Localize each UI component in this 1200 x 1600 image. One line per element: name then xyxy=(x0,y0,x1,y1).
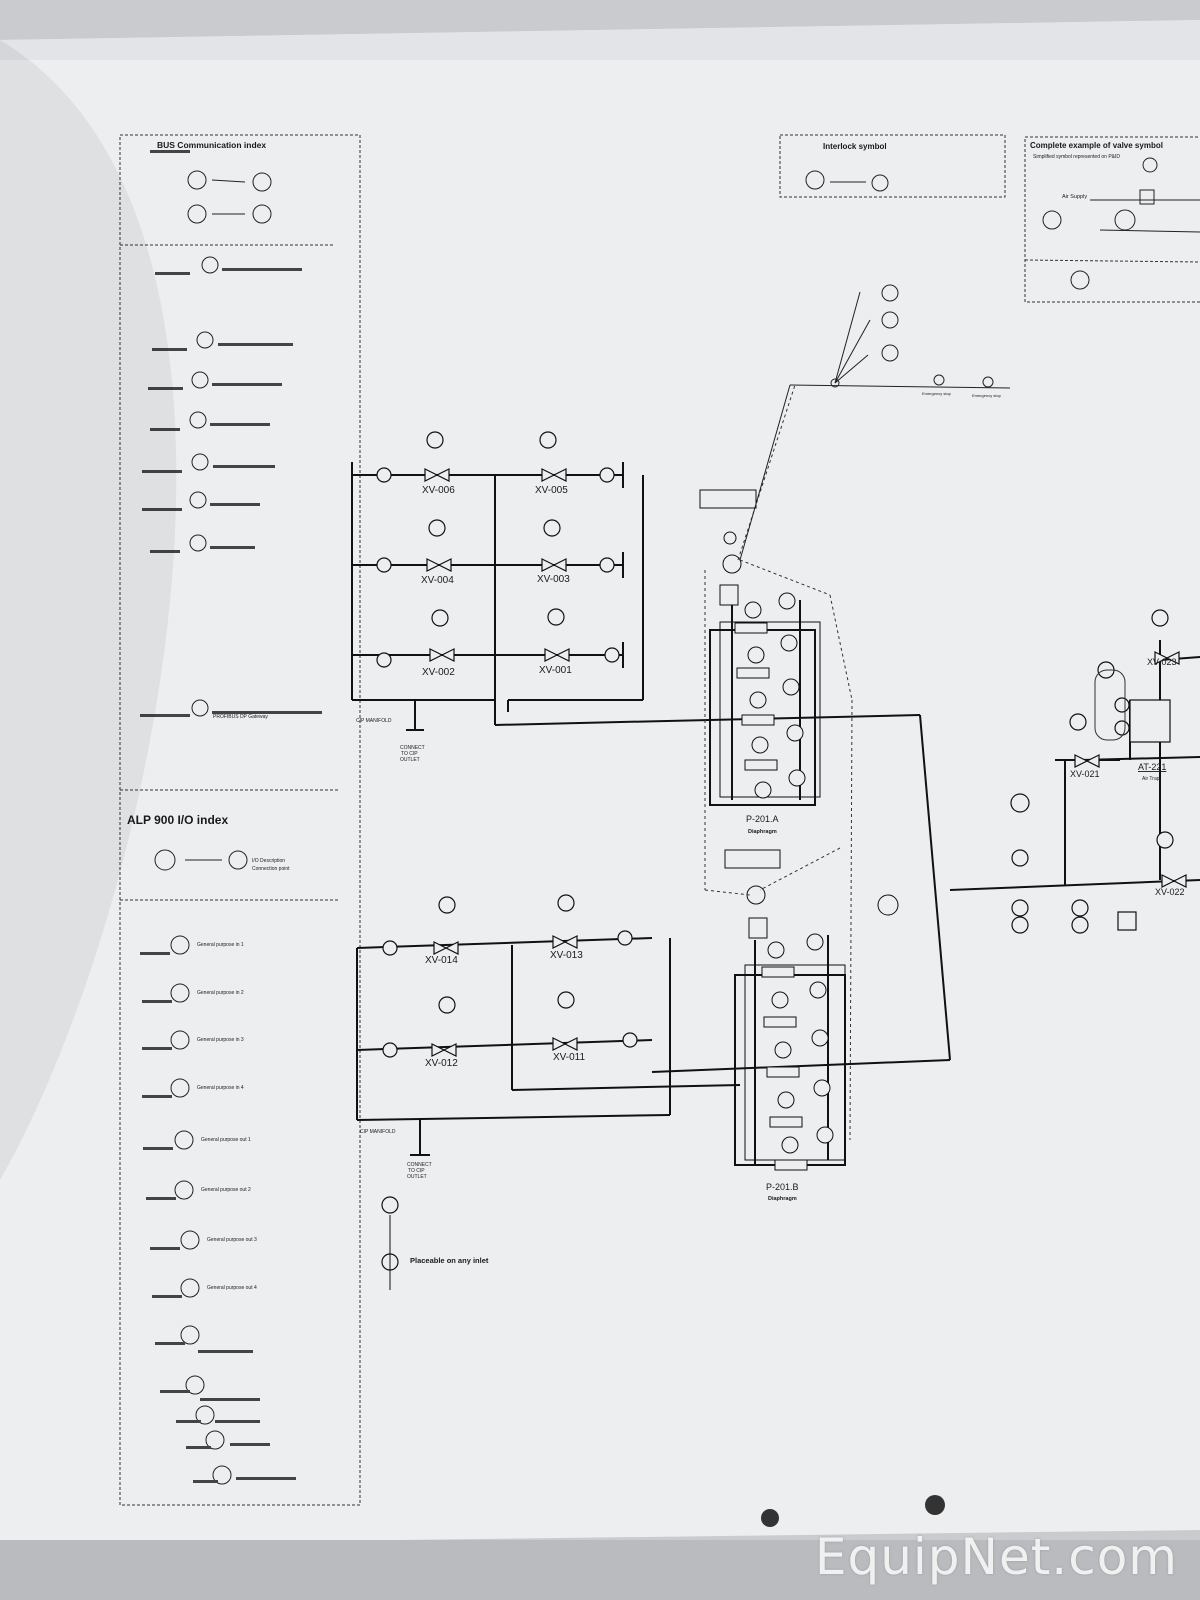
interlock-title: Interlock symbol xyxy=(823,142,887,151)
bus-legend-title: BUS Communication index xyxy=(157,140,266,150)
interlock-box xyxy=(779,134,1006,198)
bottom-valve-symbols xyxy=(381,894,638,1271)
io-entry-3: General purpose in 3 xyxy=(197,1037,244,1043)
pump-b-sub: Diaphragm xyxy=(768,1196,797,1202)
valve-example-title: Complete example of valve symbol xyxy=(1030,141,1163,150)
legend-border xyxy=(119,134,361,1506)
io-entry-4: General purpose in 4 xyxy=(197,1085,244,1091)
connect-label-top-1: CONNECT xyxy=(400,745,425,751)
valve-xv-004: XV-004 xyxy=(421,575,454,586)
valve-xv-001: XV-001 xyxy=(539,665,572,676)
valve-xv-011: XV-011 xyxy=(553,1052,585,1063)
profibus-label: PROFIBUS DP Gateway xyxy=(213,714,268,720)
connect-label-bottom-3: OUTLET xyxy=(407,1174,427,1180)
pump-a-sub: Diaphragm xyxy=(748,829,777,835)
valve-xv-023: XV-023 xyxy=(1147,657,1177,667)
io-entry-7: General purpose out 3 xyxy=(207,1237,257,1243)
emergency-chain xyxy=(739,284,1011,561)
cip-manifold-bottom xyxy=(356,937,951,1156)
pump-a-internals xyxy=(699,489,806,799)
emergency-stop-2: Emergency stop xyxy=(972,393,1002,398)
valve-xv-005: XV-005 xyxy=(535,485,568,496)
io-legend-title: ALP 900 I/O index xyxy=(127,813,228,827)
right-components xyxy=(1010,609,1187,934)
valve-xv-013: XV-013 xyxy=(550,950,583,961)
valve-xv-006: XV-006 xyxy=(422,485,455,496)
io-entry-8: General purpose out 4 xyxy=(207,1285,257,1291)
air-trap-sub: Air Trap xyxy=(1142,776,1160,782)
pump-a-frame xyxy=(709,600,821,806)
valve-xv-002: XV-002 xyxy=(422,667,455,678)
cip-manifold-bottom-label: CIP MANIFOLD xyxy=(360,1129,396,1135)
valve-example-box xyxy=(1024,136,1200,303)
cip-manifold-top xyxy=(351,474,951,1061)
io-entry-2: General purpose in 2 xyxy=(197,990,244,996)
cip-manifold-top-label: CIP MANIFOLD xyxy=(356,718,392,724)
connect-label-bottom-1: CONNECT xyxy=(407,1162,432,1168)
air-supply-label: Air Supply xyxy=(1062,194,1087,200)
io-description-label: I/O Description xyxy=(252,858,285,864)
placeable-note: Placeable on any inlet xyxy=(410,1256,489,1265)
air-trap-label: AT-221 xyxy=(1138,762,1166,772)
pump-b-label: P-201.B xyxy=(766,1182,799,1192)
io-entry-1: General purpose in 1 xyxy=(197,942,244,948)
pump-b-internals xyxy=(724,849,899,1171)
connect-label-bottom-2: TO CIP xyxy=(408,1168,425,1174)
top-valve-symbols xyxy=(376,431,620,668)
valve-example-subtitle: Simplified symbol represented on P&ID xyxy=(1033,154,1120,160)
valve-xv-012: XV-012 xyxy=(425,1058,458,1069)
valve-xv-014: XV-014 xyxy=(425,955,458,966)
equipnet-watermark: EquipNet.com xyxy=(814,1528,1178,1586)
valve-xv-003: XV-003 xyxy=(537,574,570,585)
valve-xv-021: XV-021 xyxy=(1070,769,1100,779)
paper-sheet xyxy=(0,20,1200,1545)
io-entry-5: General purpose out 1 xyxy=(201,1137,251,1143)
pump-a-label: P-201.A xyxy=(746,814,779,824)
connect-label-top-3: OUTLET xyxy=(400,757,420,763)
connection-point-label: Connection point xyxy=(252,866,290,872)
emergency-stop-1: Emergency stop xyxy=(922,391,952,396)
valve-xv-022: XV-022 xyxy=(1155,887,1185,897)
io-entry-6: General purpose out 2 xyxy=(201,1187,251,1193)
connect-label-top-2: TO CIP xyxy=(401,751,418,757)
